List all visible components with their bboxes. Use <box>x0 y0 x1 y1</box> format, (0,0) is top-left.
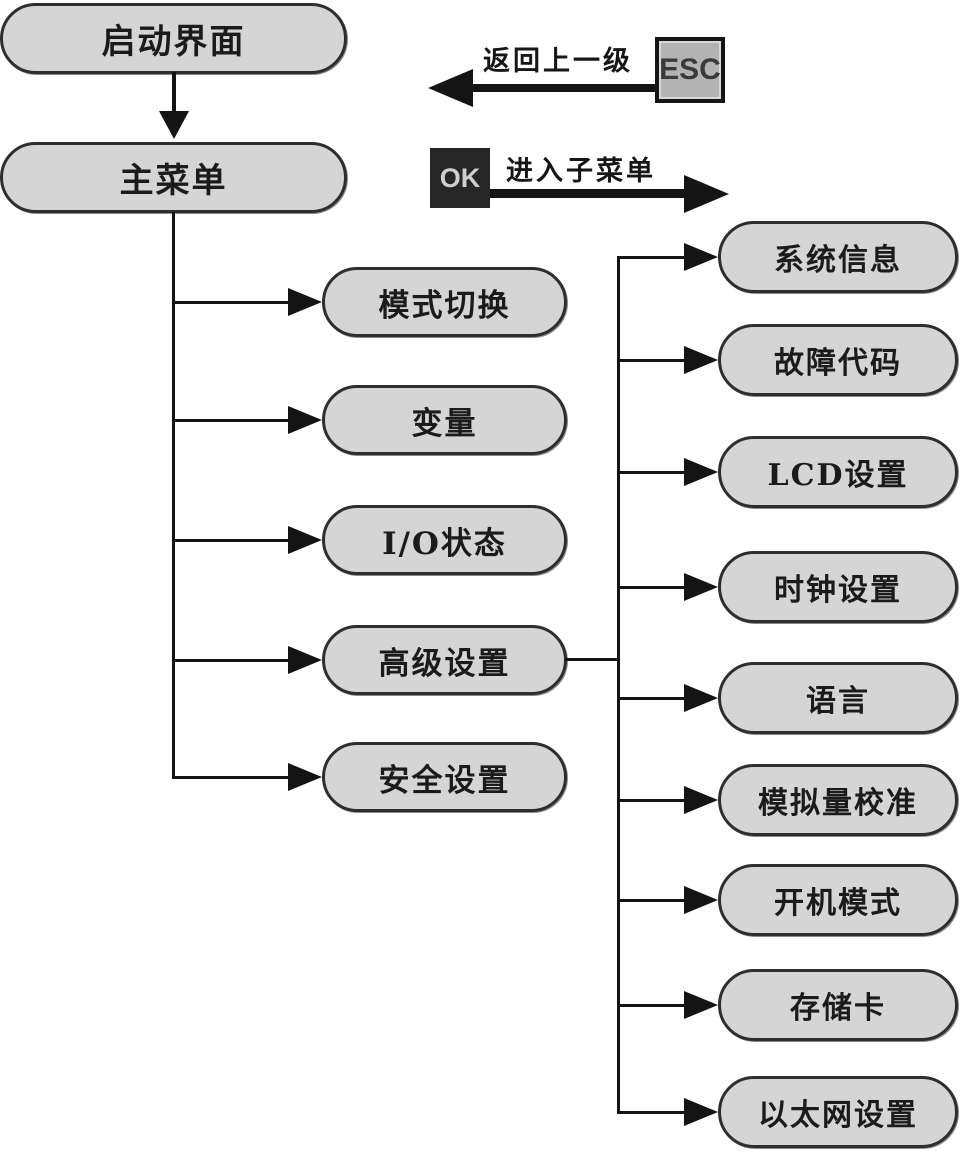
node-system-info: 系统信息 <box>718 221 958 293</box>
node-mode-switch: 模式切换 <box>322 267 567 337</box>
node-security-settings: 安全设置 <box>322 742 567 812</box>
ok-legend-label: 进入子菜单 <box>506 156 656 187</box>
arrow-right-icon <box>684 458 718 486</box>
arrow-right-icon <box>684 786 718 814</box>
arrow-right-icon <box>684 573 718 601</box>
node-memory-card: 存储卡 <box>718 969 958 1041</box>
node-language: 语言 <box>718 662 958 734</box>
node-startup-screen: 启动界面 <box>0 3 347 74</box>
connector-line <box>619 471 685 474</box>
connector-line <box>619 586 685 589</box>
connector-line <box>173 301 290 304</box>
arrow-right-icon <box>288 406 322 434</box>
esc-legend-label: 返回上一级 <box>483 46 633 77</box>
ok-key-icon: OK <box>430 148 490 208</box>
node-boot-mode: 开机模式 <box>718 864 958 936</box>
node-io-status: I/O状态 <box>322 505 567 575</box>
arrow-down-icon <box>159 111 189 139</box>
arrow-right-icon <box>288 288 322 316</box>
connector-line <box>619 899 685 902</box>
connector-line <box>619 697 685 700</box>
connector-line <box>173 539 290 542</box>
edge-root-main <box>172 72 176 114</box>
connector-line <box>619 799 685 802</box>
esc-arrow-shaft <box>458 84 656 92</box>
node-advanced-settings: 高级设置 <box>322 625 567 695</box>
connector-line <box>173 776 290 779</box>
main-menu-trunk <box>172 212 175 779</box>
arrow-right-icon <box>684 346 718 374</box>
arrow-right-icon <box>684 991 718 1019</box>
node-main-menu: 主菜单 <box>0 142 347 213</box>
arrow-right-icon <box>288 763 322 791</box>
arrow-right-icon <box>684 243 718 271</box>
node-ethernet-settings: 以太网设置 <box>718 1076 958 1148</box>
arrow-right-icon <box>684 175 729 213</box>
connector-line <box>173 659 290 662</box>
connector-line <box>619 359 685 362</box>
node-lcd-settings: LCD设置 <box>718 436 958 508</box>
advanced-trunk <box>617 256 620 1114</box>
connector-line <box>619 1111 685 1114</box>
arrow-right-icon <box>288 646 322 674</box>
ok-arrow-shaft <box>490 189 686 198</box>
connector-line <box>173 419 290 422</box>
node-variables: 变量 <box>322 385 567 455</box>
arrow-right-icon <box>684 1098 718 1126</box>
arrow-right-icon <box>684 886 718 914</box>
arrow-right-icon <box>684 684 718 712</box>
connector-line <box>619 1004 685 1007</box>
node-fault-codes: 故障代码 <box>718 324 958 396</box>
node-clock-settings: 时钟设置 <box>718 551 958 623</box>
edge-advanced-trunk <box>565 658 620 661</box>
node-analog-calibration: 模拟量校准 <box>718 764 958 836</box>
arrow-right-icon <box>288 526 322 554</box>
connector-line <box>619 256 685 259</box>
esc-key-icon: ESC <box>655 37 725 103</box>
